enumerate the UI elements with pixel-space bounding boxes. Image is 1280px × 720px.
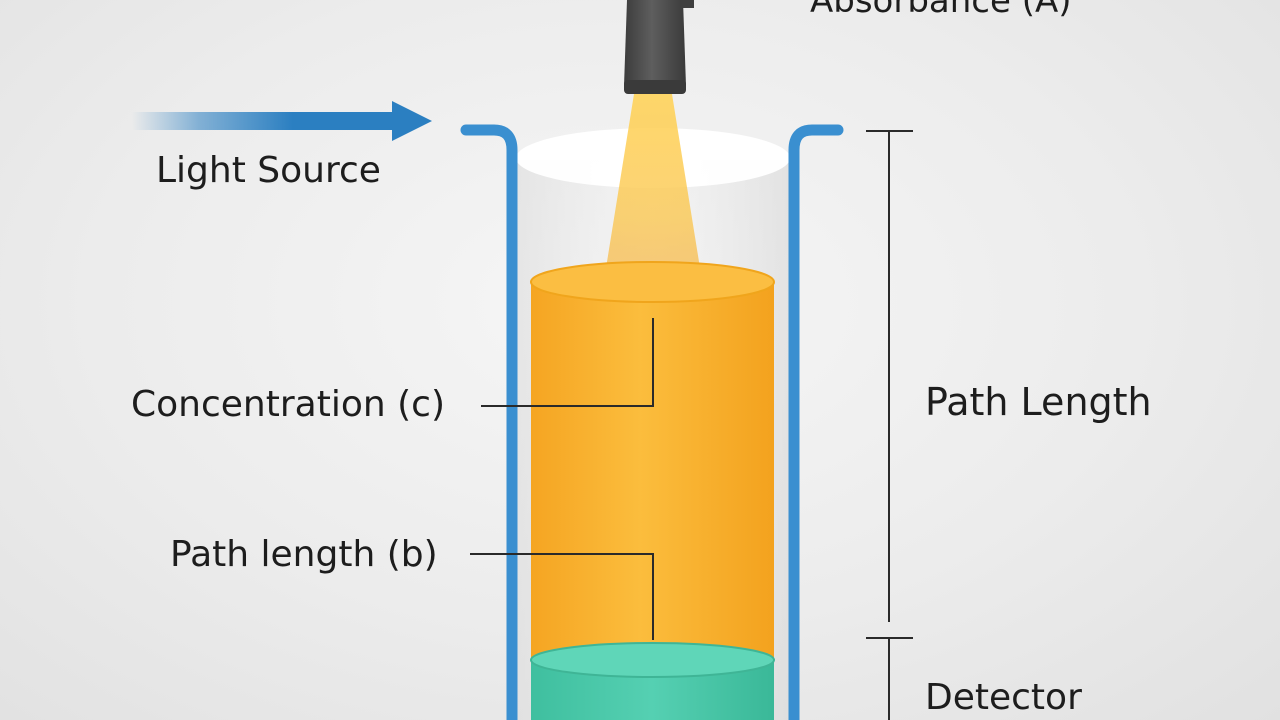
concentration-label: Concentration (c) — [131, 384, 445, 425]
light-beam — [606, 94, 700, 268]
detector-liquid — [530, 642, 775, 720]
probe — [624, 0, 694, 94]
light-source-label: Light Source — [156, 150, 381, 191]
path-length-b-leader-line — [470, 553, 654, 640]
path-length-b-label: Path length (b) — [170, 534, 438, 575]
cuvette-right-wall — [788, 124, 844, 720]
cuvette-left-wall — [460, 124, 518, 720]
absorbance-label: Absorbance (A) — [810, 0, 1072, 21]
path-length-dimension — [866, 130, 913, 720]
concentration-leader-line — [481, 318, 654, 407]
light-source-arrow — [132, 101, 432, 141]
path-length-label: Path Length — [925, 380, 1152, 424]
detector-label: Detector — [925, 677, 1082, 718]
